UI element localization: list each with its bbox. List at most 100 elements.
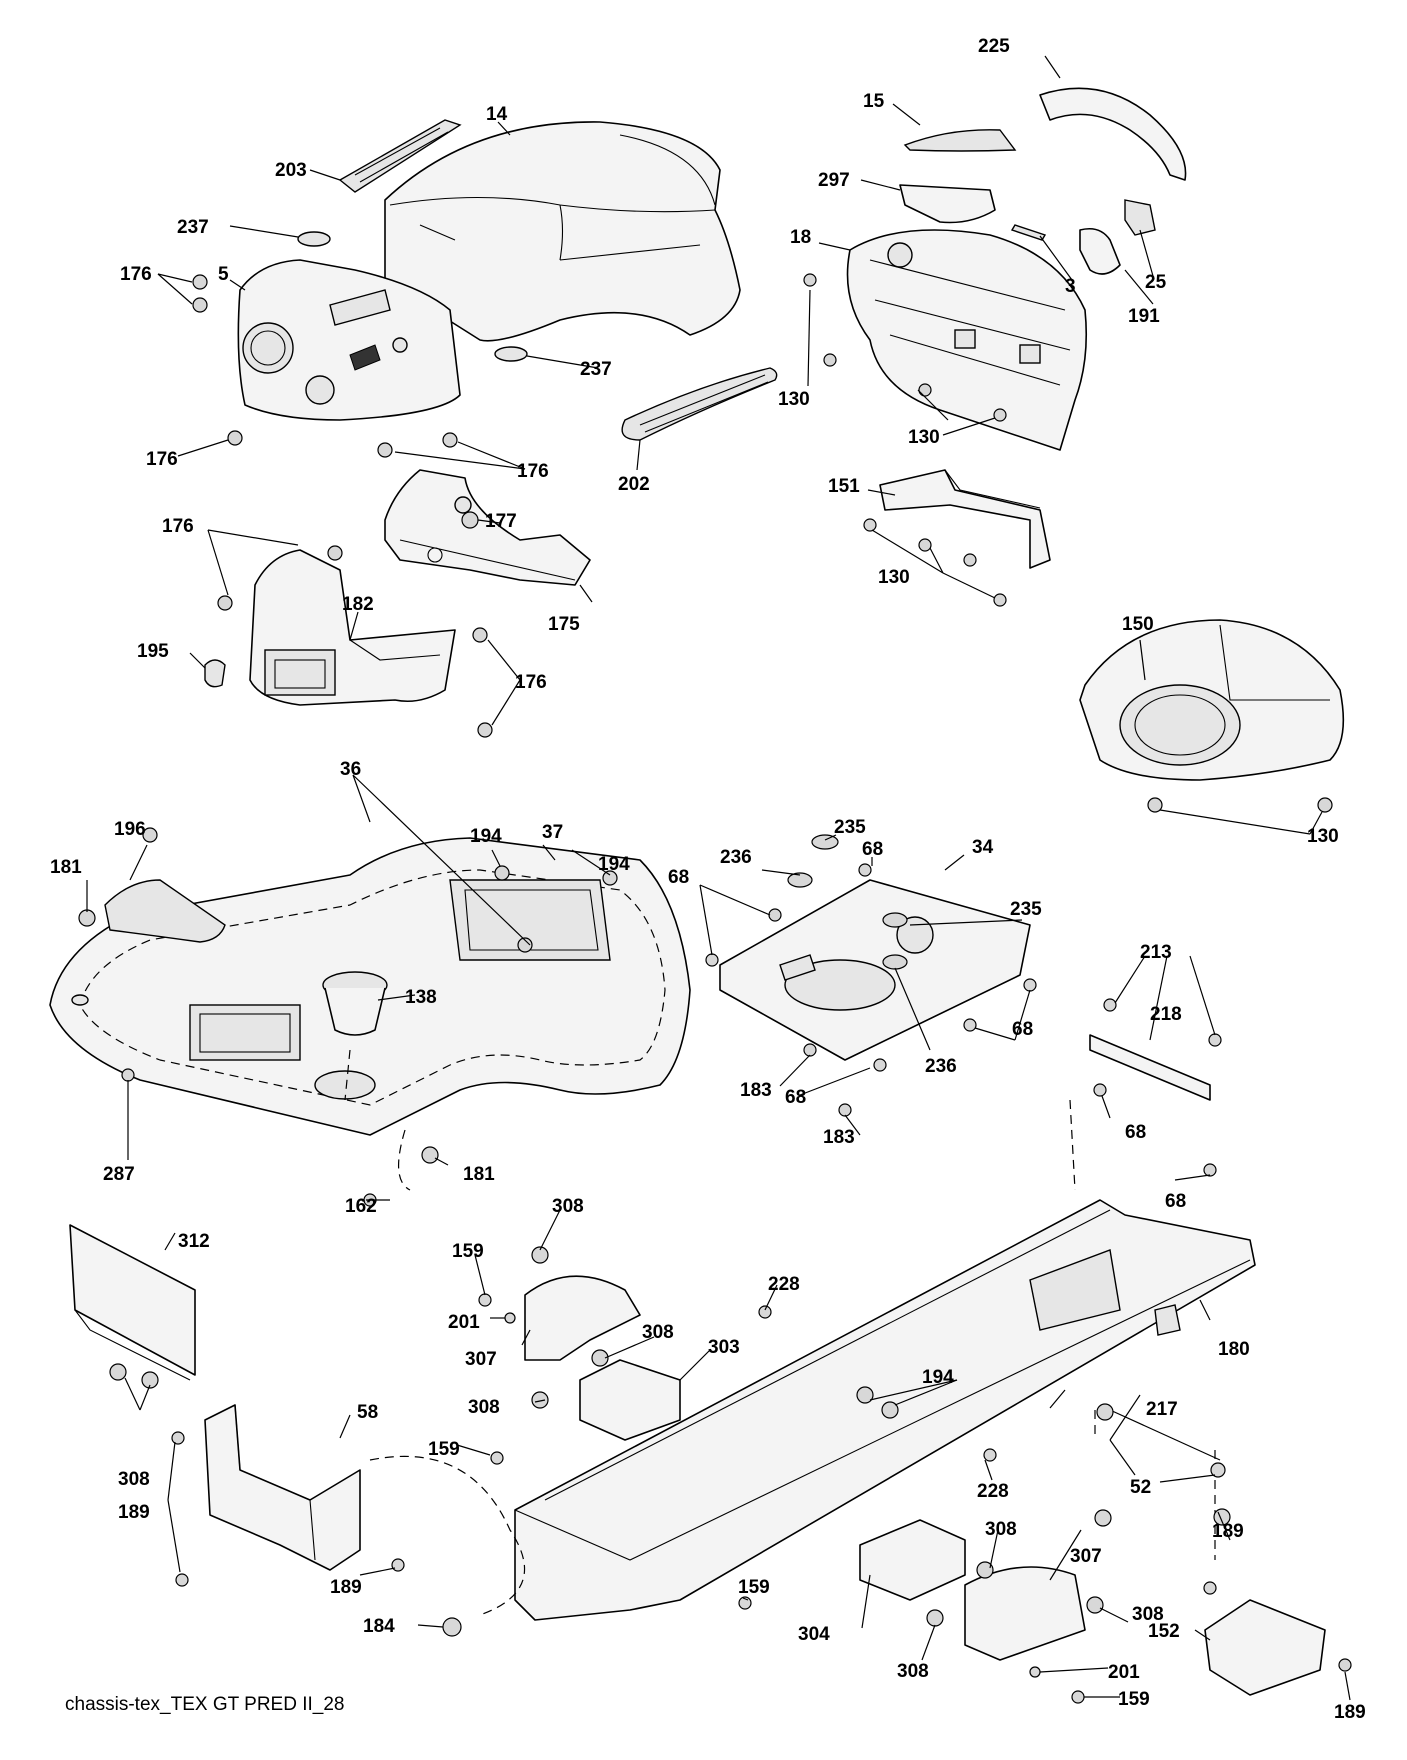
callout-201-b: 201 [1108,1662,1140,1683]
callout-151: 151 [828,476,860,497]
callout-203: 203 [275,160,307,181]
part-spacers [787,834,908,970]
callout-237-b: 237 [580,359,612,380]
leader-lines [86,55,1351,1701]
part-184-plug [442,1617,462,1637]
callout-196: 196 [114,819,146,840]
part-5-dash-housing [237,259,461,421]
part-303-plate [579,1359,681,1441]
callout-177: 177 [485,511,517,532]
callout-217: 217 [1146,1399,1178,1420]
callout-218: 218 [1150,1004,1182,1025]
callout-189-d: 189 [1334,1702,1366,1723]
callout-201-a: 201 [448,1312,480,1333]
callout-52: 52 [1130,1477,1151,1498]
part-202-vent [621,367,778,441]
callout-68-c: 68 [1012,1019,1033,1040]
part-182-console [249,549,456,706]
callout-308-a: 308 [552,1196,584,1217]
part-312-shield [69,1224,196,1381]
callout-202: 202 [618,474,650,495]
callout-287: 287 [103,1164,135,1185]
part-34-plate [719,879,1031,1061]
part-150-housing [1079,619,1345,781]
callout-3: 3 [1065,276,1076,297]
callout-58: 58 [357,1402,378,1423]
part-151-bracket [879,469,1051,569]
callout-159-b: 159 [428,1439,460,1460]
callout-25: 25 [1145,272,1167,293]
part-203-vent [338,119,462,193]
part-15 [903,129,1017,152]
part-18-grille [846,229,1087,451]
callout-159-a: 159 [452,1241,484,1262]
callout-304: 304 [798,1624,830,1645]
part-191 [1079,227,1121,275]
callout-307-a: 307 [465,1349,497,1370]
part-196-cover [104,879,226,943]
callout-235-b: 235 [1010,899,1042,920]
callout-181-b: 181 [463,1164,495,1185]
callout-68-a: 68 [862,839,883,860]
callout-150: 150 [1122,614,1154,635]
part-218-bar [1089,1034,1211,1101]
part-hood [384,121,741,342]
callout-68-b: 68 [668,867,689,888]
callout-189-c: 189 [330,1577,362,1598]
part-138-boot [322,971,388,1036]
callout-37: 37 [542,822,563,843]
callout-308-g: 308 [897,1661,929,1682]
callout-176-e: 176 [515,672,547,693]
callout-182: 182 [342,594,374,615]
callout-194-c: 194 [922,1367,954,1388]
part-307-guard-b [964,1566,1086,1661]
callout-189-b: 189 [1212,1521,1244,1542]
callout-68-f: 68 [1165,1191,1186,1212]
callout-159-c: 159 [738,1577,770,1598]
callout-34: 34 [972,837,994,858]
callout-189-a: 189 [118,1502,150,1523]
callout-191: 191 [1128,306,1160,327]
callout-183-b: 183 [823,1127,855,1148]
callout-308-d: 308 [118,1469,150,1490]
callout-183-a: 183 [740,1080,772,1101]
part-195 [204,659,226,688]
callout-68-e: 68 [1125,1122,1146,1143]
callout-138: 138 [405,987,437,1008]
callout-213: 213 [1140,942,1172,963]
part-152-cover [1204,1599,1326,1696]
callout-236-b: 236 [925,1056,957,1077]
callout-176-c: 176 [517,461,549,482]
part-58-bracket [204,1404,361,1571]
callout-312: 312 [178,1231,210,1252]
callout-130-c: 130 [878,567,910,588]
callout-194-a: 194 [470,826,502,847]
callout-176-b: 176 [146,449,178,470]
part-307-guard-a [524,1275,641,1361]
callout-195: 195 [137,641,169,662]
callout-130-d: 130 [1307,826,1339,847]
callout-176-d: 176 [162,516,194,537]
callout-237-a: 237 [177,217,209,238]
callout-303: 303 [708,1337,740,1358]
part-304-plate [859,1519,966,1601]
callout-308-c: 308 [468,1397,500,1418]
callout-176-a: 176 [120,264,152,285]
callout-225: 225 [978,36,1010,57]
part-297 [899,184,996,224]
callout-152: 152 [1148,1621,1180,1642]
part-3 [1010,224,1047,241]
part-175-plate [384,469,591,586]
callout-307-b: 307 [1070,1546,1102,1567]
callout-308-f: 308 [1132,1604,1164,1625]
callout-228-b: 228 [977,1481,1009,1502]
callout-15: 15 [863,91,885,112]
callout-labels: 225 14 15 203 297 237 18 3 25 5 176 191 … [50,36,1366,1723]
callout-159-d: 159 [1118,1689,1150,1710]
callout-228-a: 228 [768,1274,800,1295]
callout-18: 18 [790,227,811,248]
callout-5: 5 [218,264,229,285]
part-225-trim [1039,87,1187,181]
callout-36: 36 [340,759,361,780]
